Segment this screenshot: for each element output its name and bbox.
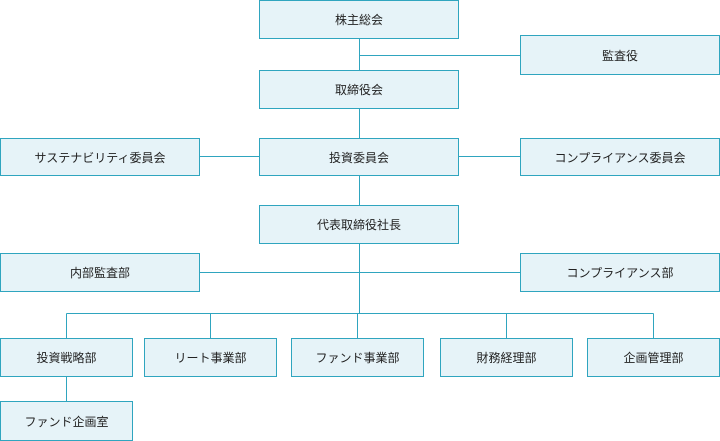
compliance-committee-box: コンプライアンス委員会 [520, 138, 720, 176]
department-box-finance: 財務経理部 [440, 338, 573, 377]
department-box-fund: ファンド事業部 [291, 338, 424, 377]
department-box-investment-strategy: 投資戦略部 [0, 338, 133, 377]
fund-planning-office-box: ファンド企画室 [0, 401, 133, 441]
sustainability-committee-box: サステナビリティ委員会 [0, 138, 200, 176]
compliance-department-box: コンプライアンス部 [520, 253, 720, 292]
internal-audit-box: 内部監査部 [0, 253, 200, 292]
department-box-reit: リート事業部 [144, 338, 277, 377]
ceo-box: 代表取締役社長 [259, 205, 459, 244]
department-box-planning: 企画管理部 [587, 338, 720, 377]
auditor-box: 監査役 [520, 35, 720, 75]
investment-committee-box: 投資委員会 [259, 138, 459, 176]
board-of-directors-box: 取締役会 [259, 70, 459, 109]
shareholders-meeting-box: 株主総会 [259, 0, 459, 39]
